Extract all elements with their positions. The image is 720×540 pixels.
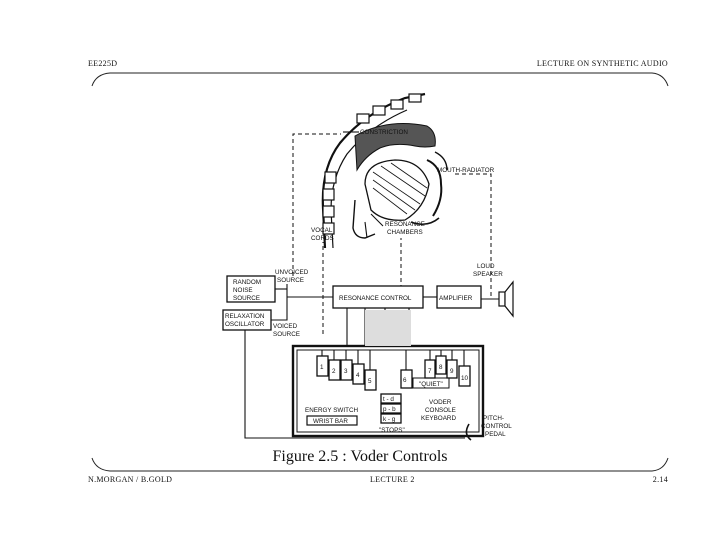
label-vocal-cords-1: VOCAL — [311, 227, 333, 234]
bottom-rule — [91, 457, 669, 472]
key-2-label: 2 — [332, 368, 336, 375]
key-wiring — [321, 350, 465, 370]
key-8-label: 8 — [439, 364, 443, 371]
key-7-label: 7 — [428, 368, 432, 375]
label-vocal-cords-2: CORDS — [311, 235, 334, 242]
label-unvoiced-2: SOURCE — [277, 277, 304, 284]
figure-caption: Figure 2.5 : Voder Controls — [272, 448, 448, 465]
pitch-pedal-icon[interactable] — [465, 423, 472, 441]
console-shading — [365, 310, 411, 346]
stop-key-p-b[interactable] — [380, 403, 402, 414]
footer-lecture-number: LECTURE 2 — [370, 475, 415, 484]
top-rule — [91, 72, 669, 87]
label-stops: "STOPS" — [379, 427, 405, 434]
label-amplifier: AMPLIFIER — [439, 295, 473, 302]
label-pitch-1: PITCH- — [483, 415, 504, 422]
label-loud-speaker-1: LOUD — [477, 263, 495, 270]
label-voiced-1: VOICED — [273, 323, 298, 330]
stop-label-p-b: p - b — [383, 406, 396, 413]
left-key-group: 1 2 3 4 5 — [316, 355, 377, 391]
label-pitch-2: CONTROL — [481, 423, 512, 430]
key-3-label: 3 — [344, 368, 348, 375]
label-relaxation-2: OSCILLATOR — [225, 321, 265, 328]
key-6-label: 6 — [403, 377, 407, 384]
wrist-bar[interactable] — [306, 415, 358, 426]
label-voder: VODER — [429, 399, 452, 406]
label-quiet: "QUIET" — [419, 381, 443, 388]
label-relaxation-1: RELAXATION — [225, 313, 265, 320]
label-resonance-chambers-1: RESONANCE — [385, 221, 425, 228]
label-voiced-2: SOURCE — [273, 331, 300, 338]
stop-key-t-d[interactable] — [380, 393, 402, 404]
voder-console-inner — [296, 349, 480, 433]
key-4-label: 4 — [356, 372, 360, 379]
stop-label-t-d: t - d — [383, 396, 394, 403]
label-random-3: SOURCE — [233, 295, 260, 302]
voder-diagram: CONSTRICTION MOUTH-RADIATOR VOCAL CORDS … — [222, 92, 514, 441]
label-mouth-radiator: MOUTH-RADIATOR — [437, 167, 495, 174]
label-unvoiced-1: UNVOICED — [275, 269, 309, 276]
footer-page-number: 2.14 — [652, 475, 668, 484]
right-key-group: 6 7 8 9 10 — [400, 355, 471, 389]
stop-key-k-g[interactable] — [380, 413, 402, 424]
header-course-code: EE225D — [88, 59, 118, 68]
key-5-label: 5 — [368, 378, 372, 385]
loudspeaker-icon — [498, 280, 514, 318]
label-resonance-chambers-2: CHAMBERS — [387, 229, 423, 236]
label-random-1: RANDOM — [233, 279, 261, 286]
key-10-label: 10 — [461, 375, 469, 382]
label-keyboard: KEYBOARD — [421, 415, 456, 422]
vocal-tract-illustration — [321, 92, 448, 249]
header-lecture-title: LECTURE ON SYNTHETIC AUDIO — [536, 59, 668, 68]
label-pitch-3: PEDAL — [485, 431, 506, 438]
key-1-label: 1 — [320, 364, 324, 371]
stops-keys: t - d p - b k - g — [380, 393, 402, 424]
label-random-2: NOISE — [233, 287, 253, 294]
label-console: CONSOLE — [425, 407, 456, 414]
key-9-label: 9 — [450, 368, 454, 375]
label-constriction: CONSTRICTION — [360, 129, 408, 136]
quiet-bar[interactable] — [412, 377, 450, 389]
label-loud-speaker-2: SPEAKER — [473, 271, 503, 278]
stop-label-k-g: k - g — [383, 416, 396, 423]
footer-authors: N.MORGAN / B.GOLD — [88, 475, 173, 484]
label-resonance-control: RESONANCE CONTROL — [339, 295, 412, 302]
label-energy-switch: ENERGY SWITCH — [305, 407, 359, 414]
label-wrist-bar: WRIST BAR — [313, 418, 348, 425]
